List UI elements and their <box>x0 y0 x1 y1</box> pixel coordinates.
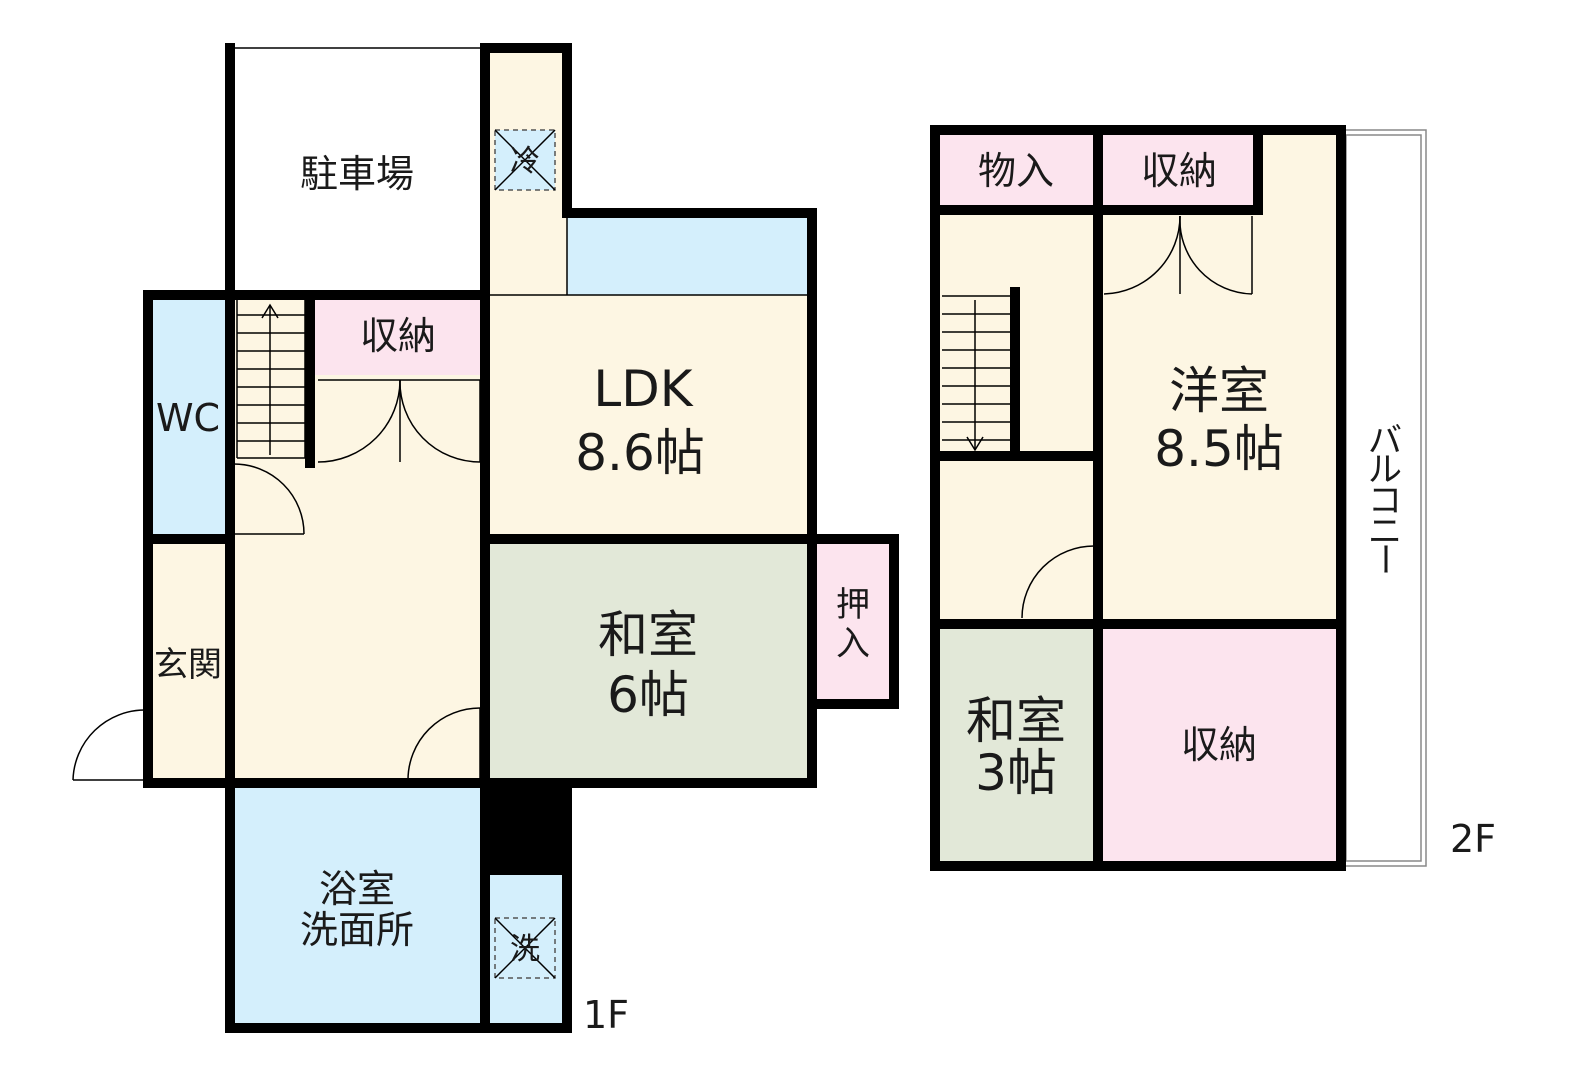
label-storage-1f: 収納 <box>360 314 436 358</box>
walls-1f <box>143 43 899 1033</box>
wc-room <box>148 295 228 539</box>
stairs-2f <box>942 295 1012 452</box>
label-balcony-5: ー <box>1364 542 1404 576</box>
label-youshitsu-size: 8.5帖 <box>1154 420 1284 478</box>
label-washitsu-3: 和室 <box>966 692 1066 750</box>
shaft-block <box>483 785 568 870</box>
floor-1 <box>72 43 899 1033</box>
label-washer: 洗 <box>510 932 540 967</box>
label-bath: 浴室 <box>319 867 395 911</box>
label-parking: 駐車場 <box>300 152 414 196</box>
ldk-room <box>485 295 812 539</box>
label-youshitsu: 洋室 <box>1169 362 1269 420</box>
balcony <box>1340 129 1427 867</box>
kitchen-counter-area <box>567 213 812 295</box>
label-storage-top: 収納 <box>1141 149 1217 193</box>
label-wc: WC <box>156 396 220 440</box>
label-monoire: 物入 <box>978 149 1054 193</box>
label-washitsu-6-size: 6帖 <box>607 666 689 724</box>
label-balcony-4: ニ <box>1368 512 1402 552</box>
label-washitsu-6: 和室 <box>598 606 698 664</box>
washitsu-6-room <box>485 539 812 783</box>
hall-room <box>230 375 485 783</box>
label-oshiire-2: 入 <box>836 624 870 664</box>
label-ldk-size: 8.6帖 <box>575 424 705 482</box>
label-balcony-1: バ <box>1368 421 1402 461</box>
label-washitsu-3-size: 3帖 <box>975 744 1057 802</box>
labels-1f: 駐車場 冷 収納 WC LDK 8.6帖 和室 6帖 押 入 玄関 浴室 洗面所… <box>154 144 870 1037</box>
monoire-room <box>935 130 1098 210</box>
label-oshiire-1: 押 <box>836 585 870 625</box>
label-ldk: LDK <box>593 360 693 418</box>
label-floor-1: 1F <box>583 993 629 1037</box>
parking-area <box>230 48 485 295</box>
label-storage-big: 収納 <box>1181 723 1257 767</box>
label-balcony-3: コ <box>1368 481 1402 521</box>
genkan-room <box>148 539 228 783</box>
oshiire-room <box>812 539 894 704</box>
walls-2f <box>930 125 1346 871</box>
label-fridge: 冷 <box>510 144 540 179</box>
youshitsu-top-storage-fill <box>1098 130 1258 210</box>
stairs-1f <box>236 300 306 459</box>
label-floor-2: 2F <box>1450 817 1496 861</box>
label-genkan: 玄関 <box>154 645 222 685</box>
washitsu-3-room <box>935 624 1098 866</box>
bath-room <box>230 783 485 1028</box>
hall-room-upper-left <box>230 463 310 543</box>
labels-2f: 物入 収納 洋室 8.5帖 バ ル コ ニ ー 和室 3帖 収納 2F <box>966 149 1496 861</box>
label-balcony-2: ル <box>1368 450 1402 490</box>
label-bath-washroom: 洗面所 <box>300 908 414 952</box>
floor-2 <box>930 125 1427 871</box>
storage-big-room <box>1098 624 1341 866</box>
storage-room-1f <box>310 295 485 375</box>
